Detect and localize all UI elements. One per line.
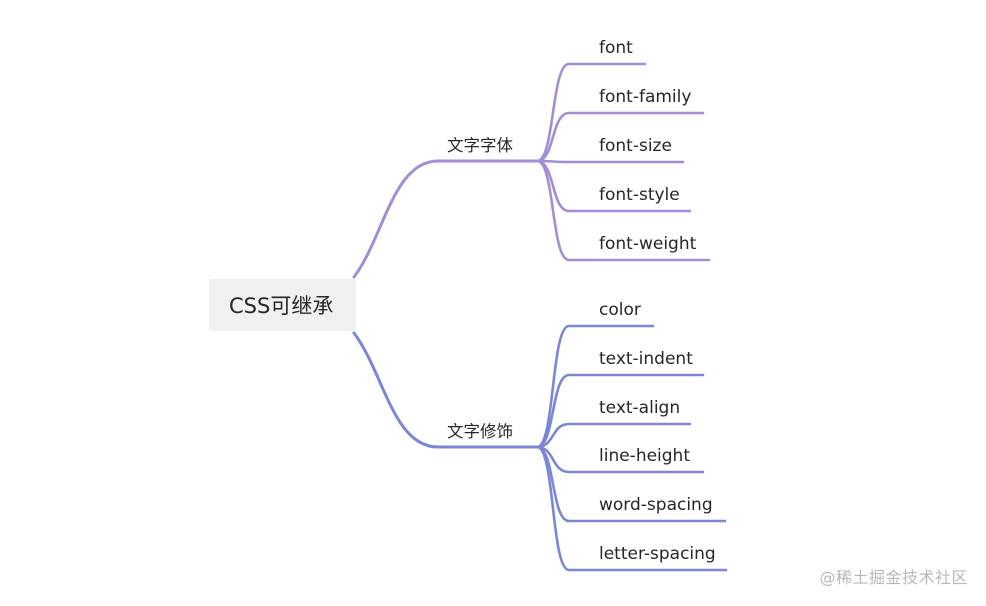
- branch-label-decoration: 文字修饰: [447, 422, 513, 441]
- connector-leaf-1-1: [535, 373, 705, 449]
- branch-node-font[interactable]: 文字字体: [447, 136, 514, 155]
- root-node-label: CSS可继承: [229, 294, 333, 318]
- connector-leaf-0-2: [535, 159, 685, 164]
- leaf-font-weight[interactable]: font-weight: [599, 234, 697, 254]
- leaf-font-style[interactable]: font-style: [599, 185, 680, 205]
- connector-leaf-1-0: [535, 324, 655, 449]
- leaf-font-size[interactable]: font-size: [599, 136, 672, 156]
- connector-leaf-0-1: [535, 111, 705, 163]
- branch-label-font: 文字字体: [447, 136, 514, 155]
- leaf-font-family[interactable]: font-family: [599, 87, 691, 107]
- leaf-line-height[interactable]: line-height: [599, 446, 690, 466]
- connector-root-branch-0: [352, 159, 539, 279]
- connector-leaf-0-0: [535, 62, 647, 163]
- connector-leaf-0-4: [535, 159, 711, 262]
- connector-layer: [352, 62, 728, 572]
- leaf-group-decoration: color text-indent text-align line-height…: [599, 300, 716, 564]
- connector-leaf-1-2: [535, 422, 692, 449]
- connector-root-branch-1: [352, 331, 539, 449]
- root-node-box: [209, 279, 356, 331]
- leaf-text-align[interactable]: text-align: [599, 398, 680, 418]
- leaf-word-spacing[interactable]: word-spacing: [599, 495, 713, 515]
- branch-node-decoration[interactable]: 文字修饰: [447, 422, 513, 441]
- leaf-font[interactable]: font: [599, 38, 633, 58]
- root-node[interactable]: CSS可继承: [209, 279, 356, 331]
- leaf-group-font: font font-family font-size font-style fo…: [599, 38, 697, 254]
- watermark-text: @稀土掘金技术社区: [819, 568, 968, 587]
- leaf-text-indent[interactable]: text-indent: [599, 349, 693, 369]
- connector-leaf-1-5: [535, 445, 728, 572]
- leaf-letter-spacing[interactable]: letter-spacing: [599, 544, 716, 564]
- leaf-color[interactable]: color: [599, 300, 641, 320]
